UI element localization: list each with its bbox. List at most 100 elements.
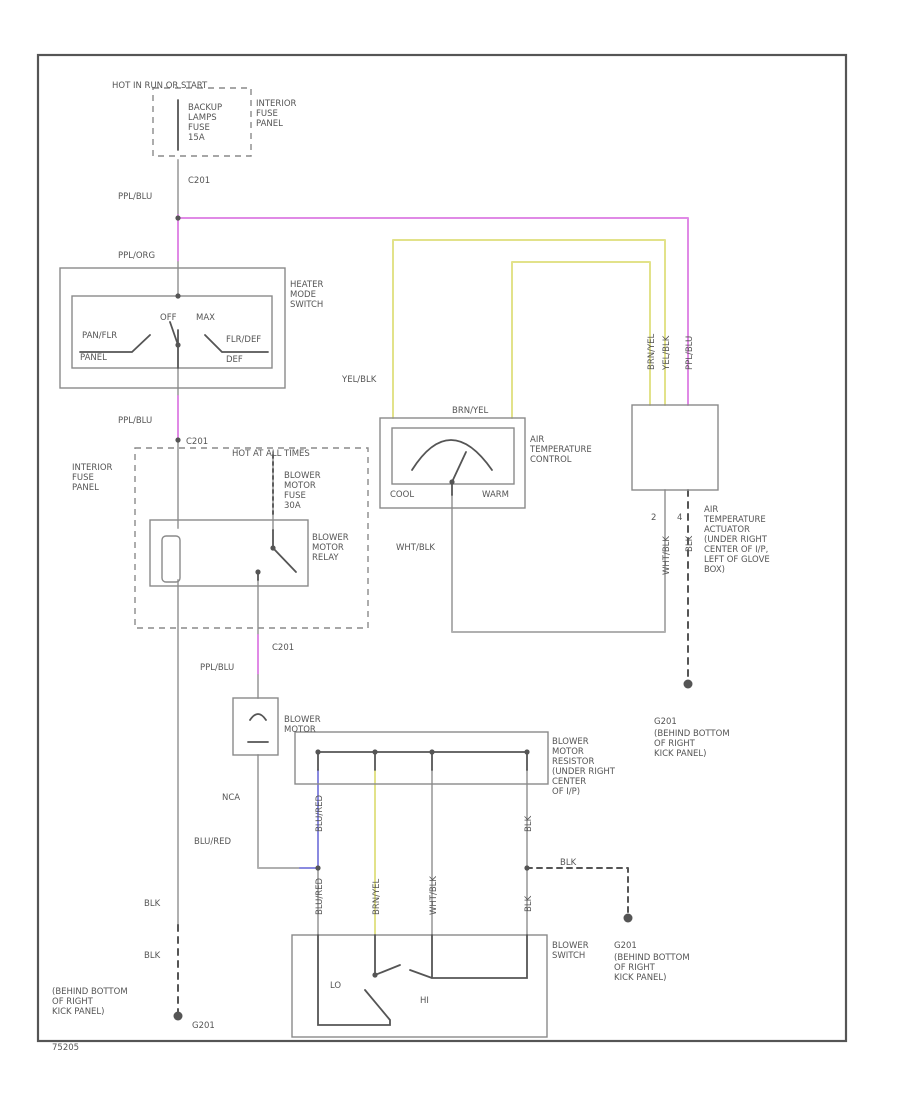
max-label: MAX: [196, 313, 215, 323]
label-line: PANEL: [256, 119, 283, 129]
vert-label-blured-sw: BLU/RED: [315, 877, 325, 915]
ground-g201-low: [623, 913, 633, 923]
label-line: (BEHIND BOTTOM: [52, 987, 128, 997]
wire-ppl-blu-1-label: PPL/BLU: [118, 192, 152, 202]
c201-low-label: C201: [272, 643, 294, 653]
pin-2-label: 2: [651, 513, 656, 523]
label-line: KICK PANEL): [654, 749, 706, 759]
label-line: BLOWER: [284, 471, 321, 481]
diagram-frame: [36, 53, 848, 1043]
hot-start-label: HOT IN RUN OR START: [112, 81, 208, 91]
wire-switch-ground: [526, 867, 629, 916]
label-line: ACTUATOR: [704, 525, 750, 535]
wire-ppl-blu-branch: [177, 217, 689, 406]
wire-blu-red-label: BLU/RED: [194, 837, 232, 847]
vert-label-brnyel-sw: BRN/YEL: [372, 878, 382, 915]
wire-ppl-org-label: PPL/ORG: [118, 251, 155, 261]
label-line: MOTOR: [312, 543, 344, 553]
blower-motor-box: [232, 697, 279, 756]
label-line: TEMPERATURE: [529, 445, 592, 455]
heater-mode-switch-box: [59, 267, 286, 389]
blower-switch-contacts: [317, 934, 528, 1026]
label-line: (UNDER RIGHT: [704, 535, 768, 545]
label-line: FUSE: [188, 123, 210, 133]
off-label: OFF: [160, 313, 177, 323]
label-line: MODE: [290, 290, 316, 300]
label-line: LAMPS: [188, 113, 217, 123]
relay-coil: [161, 535, 181, 583]
blower-motor-resistor-box: [294, 731, 549, 785]
label-line: INTERIOR: [256, 99, 297, 109]
label-line: AIR: [704, 505, 718, 515]
panel-label: PANEL: [80, 353, 107, 363]
label-line: FUSE: [284, 491, 306, 501]
vert-label-whtblk: WHT/BLK: [662, 536, 672, 575]
wire-blk-1-label: BLK: [144, 899, 161, 909]
vert-label-blk-act: BLK: [685, 535, 695, 552]
label-line: (UNDER RIGHT: [552, 767, 616, 777]
label-line: 30A: [284, 501, 301, 511]
warm-label: WARM: [482, 490, 509, 500]
g201-right-mid-label: G201: [654, 717, 677, 727]
ground-g201-left: [173, 1011, 183, 1021]
flr-def-label: FLR/DEF: [226, 335, 261, 345]
wire-ppl-blu-3-label: PPL/BLU: [200, 663, 234, 673]
hot-at-all-times-label: HOT AT ALL TIMES: [232, 449, 310, 459]
air-temp-control-box: [379, 417, 526, 509]
vert-label-blk-res: BLK: [524, 815, 534, 832]
def-label: DEF: [226, 355, 243, 365]
label-line: KICK PANEL): [614, 973, 666, 983]
label-line: RELAY: [312, 553, 339, 563]
label-line: (BEHIND BOTTOM: [614, 953, 690, 963]
g201-left-label: G201: [192, 1021, 215, 1031]
label-line: BLOWER: [552, 737, 589, 747]
label-line: CENTER: [552, 777, 586, 787]
label-line: BLOWER: [552, 941, 589, 951]
vert-label-whtblk-sw: WHT/BLK: [429, 876, 439, 915]
vert-label-blk-sw: BLK: [524, 895, 534, 912]
vert-label-yelblk: YEL/BLK: [662, 335, 672, 371]
pin-4-label: 4: [677, 513, 682, 523]
label-line: PANEL: [72, 483, 99, 493]
vert-label-blured-res: BLU/RED: [315, 794, 325, 832]
label-line: KICK PANEL): [52, 1007, 104, 1017]
air-temp-control-wiper: [411, 439, 493, 496]
blower-motor-symbol: [247, 713, 269, 743]
hi-label: HI: [420, 996, 429, 1006]
c201-mid-label: C201: [186, 437, 208, 447]
wire-wht-blk: [451, 489, 666, 633]
pan-flr-label: PAN/FLR: [82, 331, 117, 341]
wire-motor-out: [257, 754, 301, 869]
backup-lamps-fuse-box: [152, 87, 252, 157]
wire-brn-yel-label: BRN/YEL: [452, 406, 489, 416]
air-temp-actuator-box: [631, 404, 719, 491]
label-line: FUSE: [72, 473, 94, 483]
label-line: RESISTOR: [552, 757, 594, 767]
wire-blk-2-label: BLK: [144, 951, 161, 961]
vert-label-pplblu: PPL/BLU: [685, 336, 695, 370]
label-line: OF RIGHT: [614, 963, 656, 973]
horiz-label-blk-ground: BLK: [560, 858, 577, 868]
label-line: TEMPERATURE: [703, 515, 766, 525]
label-line: FUSE: [256, 109, 278, 119]
label-line: LEFT OF GLOVE: [704, 555, 770, 565]
label-line: BOX): [704, 565, 725, 575]
interior-fuse-panel-dashed: [134, 447, 369, 629]
wire-yel-blk-label: YEL/BLK: [341, 375, 377, 385]
label-line: OF RIGHT: [654, 739, 696, 749]
blower-motor-relay-box: [149, 519, 309, 587]
nca-label: NCA: [222, 793, 240, 803]
wire-yel-blk: [392, 239, 666, 419]
label-line: SWITCH: [290, 300, 323, 310]
blower-switch-box: [291, 934, 548, 1038]
